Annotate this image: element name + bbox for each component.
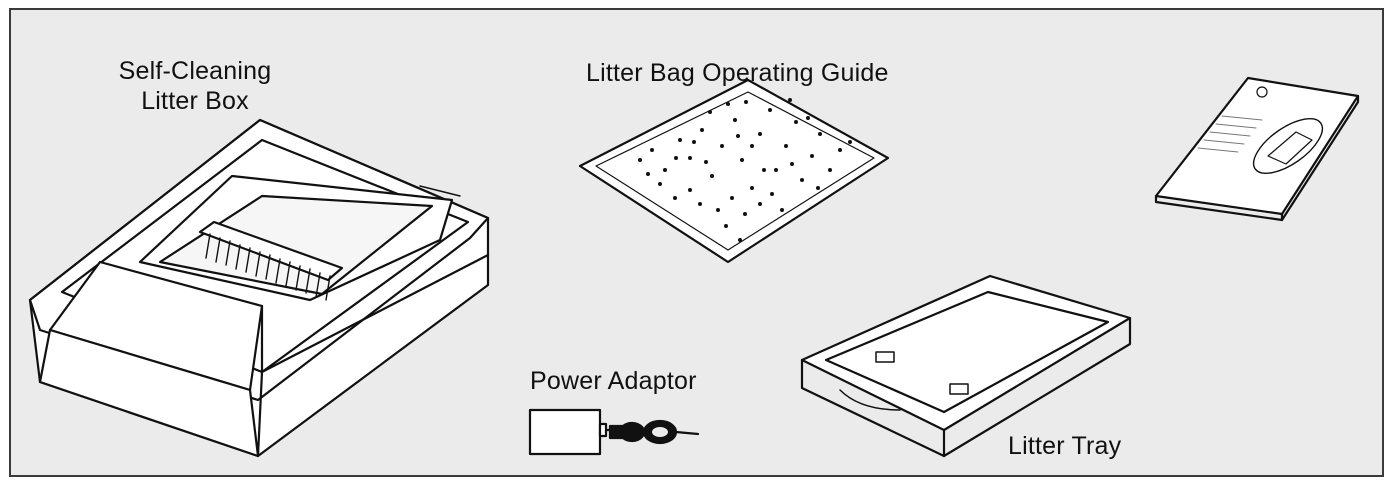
litter-bag-guide-label: Litter Bag Operating Guide: [586, 59, 889, 87]
self-cleaning-litter-box-icon: [28, 118, 490, 458]
litter-bag-icon: [578, 78, 890, 264]
litter-tray-icon: [800, 274, 1132, 458]
litter-box-label-line2: Litter Box: [141, 87, 249, 115]
litter-box-label: Self-Cleaning Litter Box: [100, 56, 290, 116]
power-adaptor-label: Power Adaptor: [530, 367, 697, 395]
operating-guide-booklet-icon: [1154, 76, 1360, 222]
litter-box-label-line1: Self-Cleaning: [118, 57, 272, 85]
litter-tray-label: Litter Tray: [1008, 432, 1122, 460]
power-adaptor-icon: [528, 408, 700, 456]
